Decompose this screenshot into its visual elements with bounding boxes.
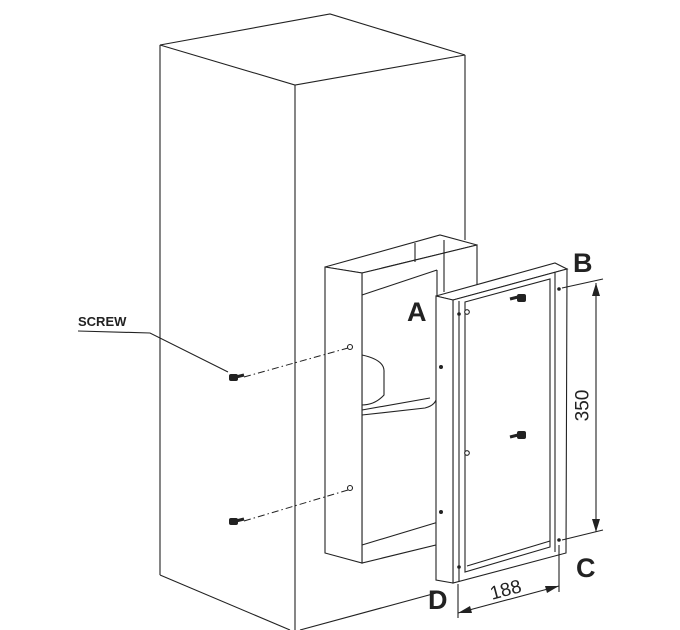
mounting-frame xyxy=(435,262,569,584)
hole xyxy=(346,343,354,351)
corner-label-a: A xyxy=(407,297,427,327)
screw-callout-label: SCREW xyxy=(78,314,127,329)
width-dimension xyxy=(457,545,560,618)
height-dimension xyxy=(561,278,604,541)
screw-icon xyxy=(509,431,526,439)
corner-label-b: B xyxy=(573,248,593,278)
screw-icon xyxy=(229,373,245,381)
height-dimension-label: 350 xyxy=(572,389,594,422)
screw-icon xyxy=(509,294,526,302)
corner-label-d: D xyxy=(428,585,448,615)
corner-label-c: C xyxy=(576,553,596,583)
screw-leader-line xyxy=(77,330,229,373)
screw-icon xyxy=(229,517,245,525)
screw-axes xyxy=(243,298,513,522)
pillar xyxy=(159,13,466,630)
hole xyxy=(346,484,354,492)
